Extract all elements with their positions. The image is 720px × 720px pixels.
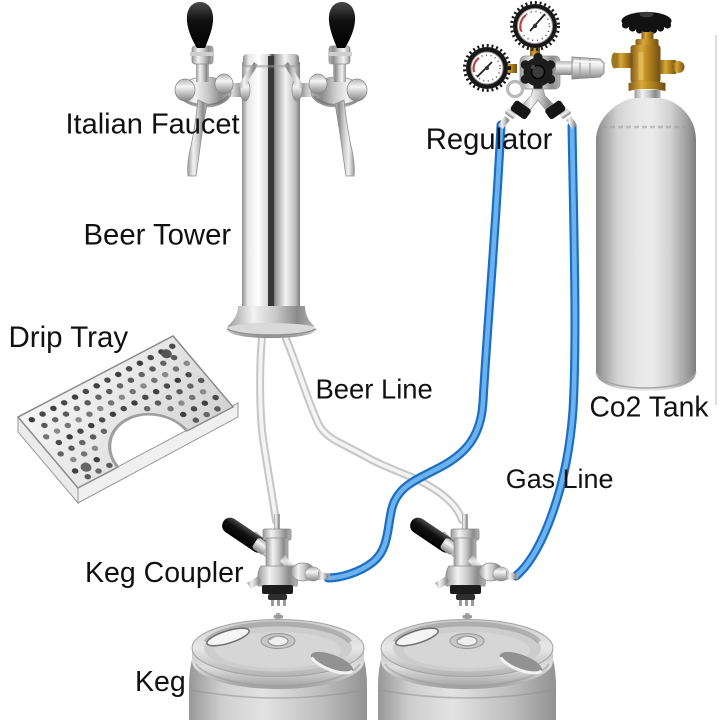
- svg-text:Beer Line: Beer Line: [316, 374, 433, 405]
- svg-text:Keg: Keg: [135, 666, 186, 698]
- svg-text:Italian Faucet: Italian Faucet: [66, 109, 240, 141]
- svg-text:Drip Tray: Drip Tray: [9, 321, 129, 354]
- svg-text:Beer Tower: Beer Tower: [84, 219, 232, 252]
- svg-text:Co2 Tank: Co2 Tank: [590, 391, 710, 423]
- svg-text:Regulator: Regulator: [426, 124, 553, 156]
- svg-text:Keg Coupler: Keg Coupler: [85, 557, 244, 589]
- svg-text:Gas Line: Gas Line: [506, 464, 614, 494]
